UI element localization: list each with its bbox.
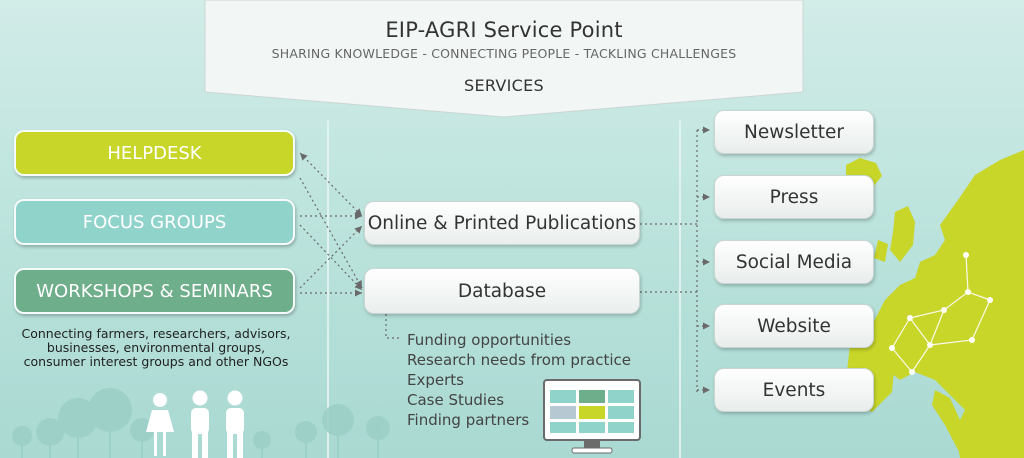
banner-title: EIP-AGRI Service Point bbox=[385, 18, 623, 42]
connector-helpdesk-database bbox=[299, 177, 363, 289]
services-banner bbox=[204, 0, 804, 118]
banner-subtitle: SHARING KNOWLEDGE - CONNECTING PEOPLE - … bbox=[271, 46, 737, 61]
workshops-seminars-box: WORKSHOPS & SEMINARS bbox=[14, 268, 295, 314]
map-network-nodes bbox=[889, 252, 993, 375]
trees-decoration bbox=[12, 388, 390, 458]
list-item: Research needs from practice bbox=[407, 351, 631, 369]
caption-line: Connecting farmers, researchers, advisor… bbox=[21, 326, 291, 341]
publications-box: Online & Printed Publications bbox=[364, 201, 640, 245]
newsletter-box: Newsletter bbox=[714, 110, 874, 154]
focus-groups-box: FOCUS GROUPS bbox=[14, 199, 295, 245]
connector-focus-database bbox=[299, 224, 363, 291]
list-item: Funding opportunities bbox=[407, 331, 572, 349]
people-icon bbox=[146, 390, 244, 458]
stakeholders-caption: Connecting farmers, researchers, advisor… bbox=[8, 327, 304, 369]
banner-services-label: SERVICES bbox=[463, 76, 544, 95]
database-box: Database bbox=[364, 268, 640, 314]
caption-line: businesses, environmental groups, bbox=[46, 340, 266, 355]
helpdesk-box: HELPDESK bbox=[14, 130, 295, 176]
computer-monitor-icon bbox=[543, 379, 641, 454]
social-media-box: Social Media bbox=[714, 240, 874, 284]
connector-workshops-publications bbox=[299, 225, 363, 289]
connector-helpdesk-publications bbox=[299, 152, 363, 217]
press-box: Press bbox=[714, 175, 874, 219]
events-box: Events bbox=[714, 368, 874, 412]
list-item: Finding partners bbox=[407, 411, 530, 429]
database-items-list: Funding opportunities Research needs fro… bbox=[407, 330, 631, 430]
europe-map-icon bbox=[846, 150, 1024, 458]
website-box: Website bbox=[714, 304, 874, 348]
list-item: Case Studies bbox=[407, 391, 505, 409]
connector-database-list bbox=[385, 314, 402, 339]
list-item: Experts bbox=[407, 371, 464, 389]
caption-line: consumer interest groups and other NGOs bbox=[23, 354, 289, 369]
